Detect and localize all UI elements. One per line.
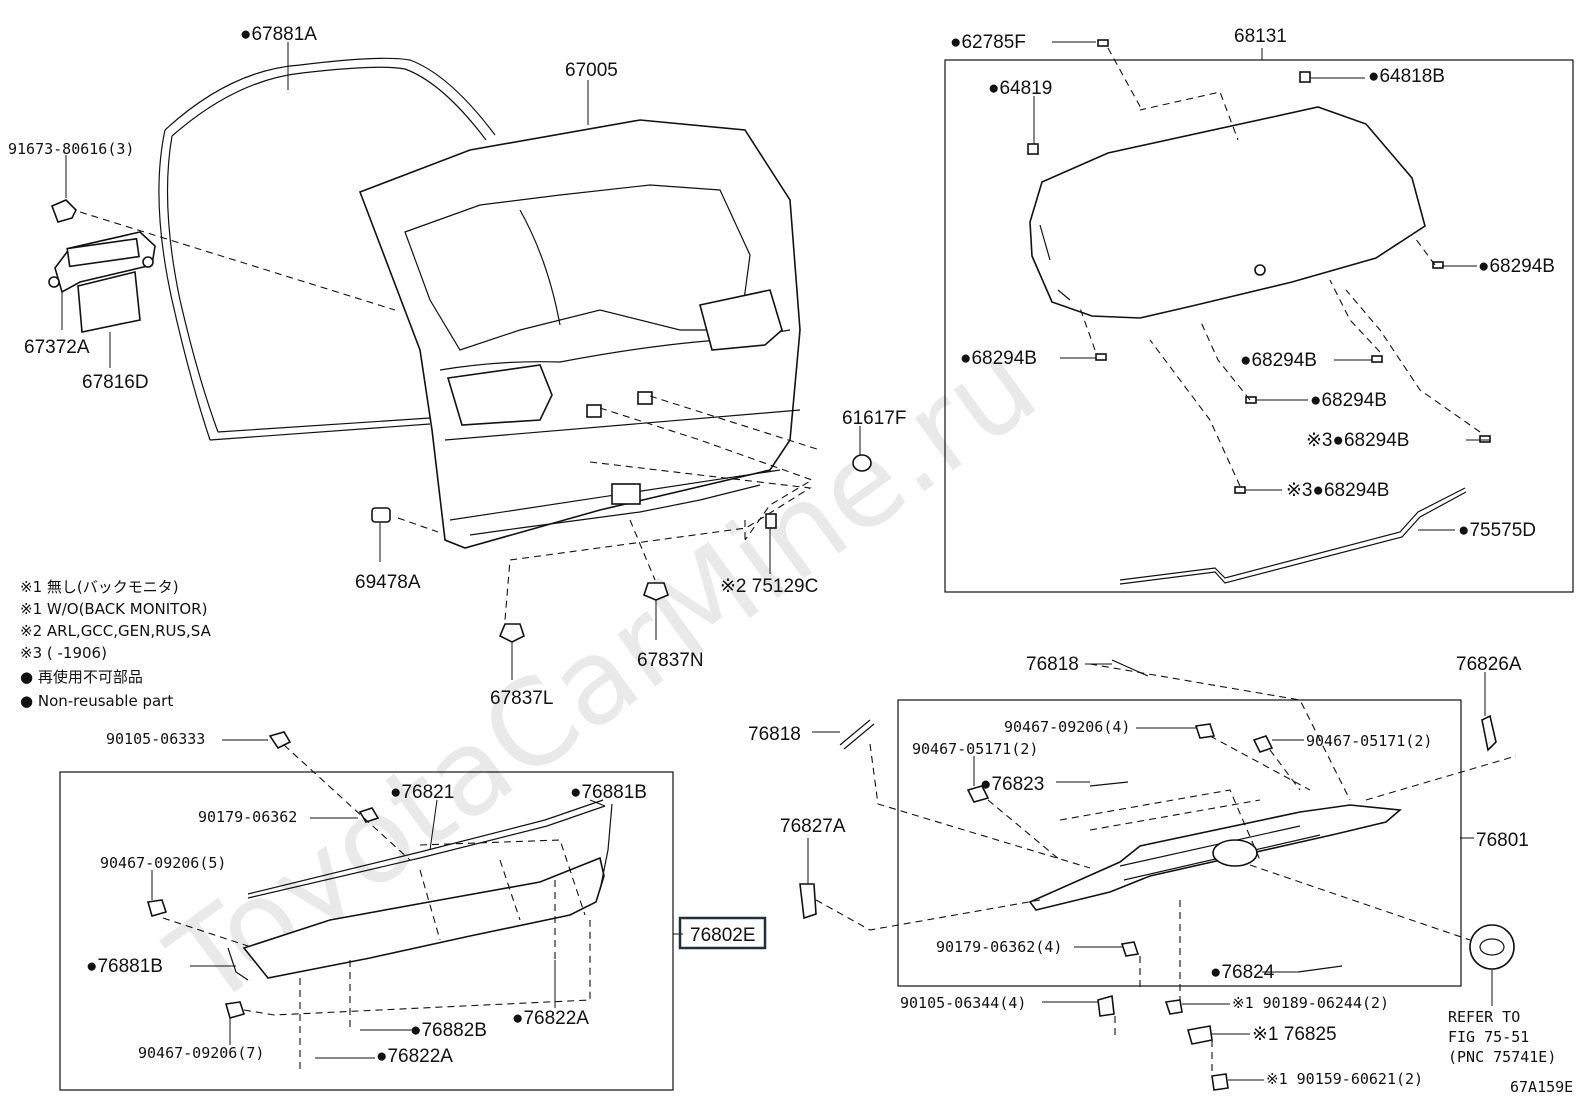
glass-assembly-box xyxy=(944,59,1574,593)
part-labels: ●67881A 67005 91673-80616(3) 67372A 6781… xyxy=(8,24,1555,1088)
label-76827A: 76827A xyxy=(780,816,846,837)
back-door-glass xyxy=(1029,106,1426,319)
label-76821: ●76821 xyxy=(390,782,454,803)
refer-to-note: REFER TO FIG 75-51 (PNC 75741E) xyxy=(1448,1008,1556,1066)
label-68294B-left: ●68294B xyxy=(960,348,1037,369)
legend-line-4: ※3 ( -1906) xyxy=(20,644,107,662)
legend-line-5: ● 再使用不可部品 xyxy=(20,668,143,686)
refer-line-1: REFER TO xyxy=(1448,1008,1520,1026)
emblem xyxy=(1469,924,1515,970)
label-75575D: ●75575D xyxy=(1458,520,1536,541)
label-90467-09206-5: 90467-09206(5) xyxy=(100,854,226,872)
legend-line-3: ※2 ARL,GCC,GEN,RUS,SA xyxy=(20,622,212,640)
label-90105-06333: 90105-06333 xyxy=(106,730,205,748)
leaders-top-right xyxy=(1033,41,1490,531)
legend: ※1 無し(バックモニタ) ※1 W/O(BACK MONITOR) ※2 AR… xyxy=(20,578,212,710)
refer-line-3: (PNC 75741E) xyxy=(1448,1048,1556,1066)
lower-garnish-box xyxy=(59,771,674,1091)
label-68294B-mid2: ●68294B xyxy=(1310,390,1387,411)
spacer-clips xyxy=(1027,39,1491,494)
label-69478A: 69478A xyxy=(355,572,421,593)
label-68294B-right: ●68294B xyxy=(1478,256,1555,277)
spoiler-seal-75575D xyxy=(1119,487,1467,585)
figure-code: 67A159E xyxy=(1510,1078,1573,1096)
bolt-91673 xyxy=(50,199,77,223)
label-90467-09206-7: 90467-09206(7) xyxy=(138,1044,264,1062)
label-76826A: 76826A xyxy=(1456,654,1522,675)
bumper-69478A xyxy=(371,507,391,523)
label-76824: ●76824 xyxy=(1210,962,1275,983)
label-91673-80616: 91673-80616(3) xyxy=(8,140,134,158)
assembly-lines-bottom-left xyxy=(162,744,591,1070)
legend-line-2: ※1 W/O(BACK MONITOR) xyxy=(20,600,207,618)
label-67837N: 67837N xyxy=(637,650,704,671)
clip-67837N xyxy=(643,582,669,601)
assembly-lines-top-left xyxy=(79,211,821,621)
label-76825: ※1 76825 xyxy=(1252,1024,1337,1045)
label-90179-06362-4: 90179-06362(4) xyxy=(936,938,1062,956)
label-67005: 67005 xyxy=(565,60,618,81)
label-90159-60621-2: ※1 90159-60621(2) xyxy=(1266,1070,1423,1088)
clip-67837L xyxy=(498,623,525,643)
label-76882B: ●76882B xyxy=(410,1020,487,1041)
label-62785F: ●62785F xyxy=(950,32,1026,53)
label-90467-05171-2-right: 90467-05171(2) xyxy=(1306,732,1432,750)
clip-75129C xyxy=(765,513,777,529)
label-76881B-top: ●76881B xyxy=(570,782,647,803)
label-68131: 68131 xyxy=(1234,26,1287,47)
garnish-molding-76821 xyxy=(247,799,606,899)
legend-line-6: ● Non-reusable part xyxy=(20,692,173,710)
label-76818-top: 76818 xyxy=(1026,654,1079,675)
label-76823: ●76823 xyxy=(980,774,1044,795)
label-76881B-left: ●76881B xyxy=(86,956,163,977)
strips-76818 xyxy=(839,659,1343,973)
back-door-weatherstrip xyxy=(158,57,496,441)
label-90105-06344-4: 90105-06344(4) xyxy=(900,994,1026,1012)
label-68294B-x3b: ※3●68294B xyxy=(1286,480,1389,501)
label-76822A-right: ●76822A xyxy=(512,1008,589,1029)
label-76802E: 76802E xyxy=(690,925,756,946)
label-68294B-mid: ●68294B xyxy=(1240,350,1317,371)
door-handle-bracket xyxy=(48,231,156,294)
label-67881A: ●67881A xyxy=(240,24,317,45)
back-door-panel xyxy=(358,119,801,549)
label-76818-left: 76818 xyxy=(748,724,801,745)
label-61617F: 61617F xyxy=(842,408,906,429)
end-seals xyxy=(227,803,613,981)
leaders-bottom-left xyxy=(151,739,683,1059)
label-90467-05171-2-left: 90467-05171(2) xyxy=(912,740,1038,758)
refer-line-2: FIG 75-51 xyxy=(1448,1028,1529,1046)
label-67372A: 67372A xyxy=(24,337,90,358)
license-garnish-76801 xyxy=(1028,804,1402,911)
cushion-61617F xyxy=(852,454,872,472)
label-90189-06244-2: ※1 90189-06244(2) xyxy=(1232,994,1389,1012)
label-68294B-x3a: ※3●68294B xyxy=(1306,430,1409,451)
assembly-lines-bottom-right xyxy=(815,663,1517,1074)
fasteners-bottom-right xyxy=(799,714,1497,1091)
label-76801: 76801 xyxy=(1476,830,1529,851)
label-64819: ●64819 xyxy=(988,78,1052,99)
legend-line-1: ※1 無し(バックモニタ) xyxy=(20,578,179,596)
label-plate-67816D xyxy=(77,271,141,333)
label-64818B: ●64818B xyxy=(1368,66,1445,87)
label-67837L: 67837L xyxy=(490,688,553,709)
leaders-bottom-right xyxy=(807,663,1493,1081)
label-75129C: ※2 75129C xyxy=(720,576,818,597)
label-90467-09206-4: 90467-09206(4) xyxy=(1004,718,1130,736)
label-90179-06362: 90179-06362 xyxy=(198,808,297,826)
highlight-76802E xyxy=(678,916,767,950)
label-67816D: 67816D xyxy=(82,372,149,393)
assembly-lines-top-right xyxy=(1079,47,1481,487)
label-76822A-bottom: ●76822A xyxy=(376,1046,453,1067)
leaders-top-left xyxy=(61,42,861,680)
